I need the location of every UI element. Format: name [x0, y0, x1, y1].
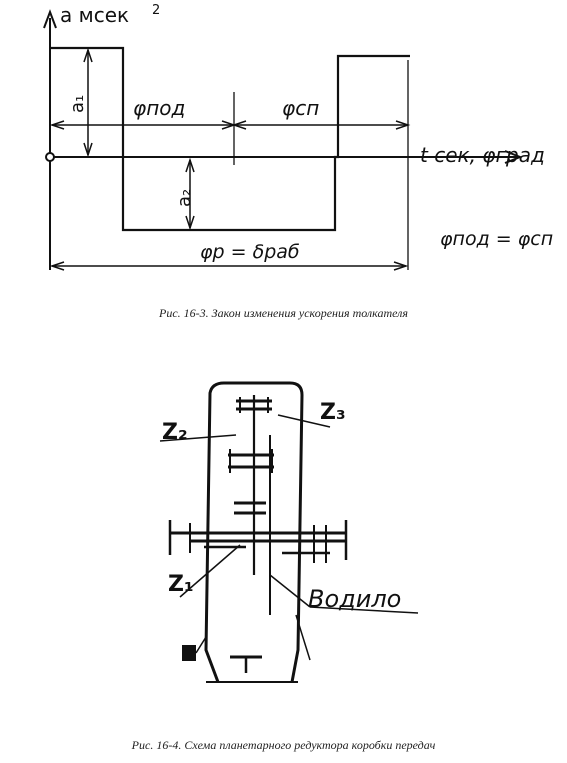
label-z3: Z₃	[320, 400, 346, 425]
housing-outline	[204, 381, 304, 683]
label-a1: a₁	[67, 95, 88, 113]
a1-arrow-top	[83, 47, 93, 63]
acceleration-curve	[50, 46, 410, 232]
figure1-caption: Рис. 16-3. Закон изменения ускорения тол…	[159, 306, 408, 320]
y-axis-arrow	[43, 9, 57, 29]
phase-arrow-left	[49, 120, 65, 130]
total-arrow-right	[393, 261, 409, 271]
block-connector	[195, 636, 207, 654]
total-arrow-left	[49, 261, 65, 271]
a2-arrow-bottom	[185, 215, 195, 231]
leader-vodilo-underline	[309, 606, 419, 614]
label-vodilo: Водило	[308, 585, 401, 613]
label-phi-sp: φсп	[282, 96, 319, 120]
a1-arrow-bottom	[83, 142, 93, 158]
x-axis-arrow	[504, 150, 523, 164]
leader-z3	[277, 414, 331, 428]
equation-phi: φпод = φсп	[440, 228, 553, 250]
label-phi-pod: φпод	[133, 96, 185, 120]
figure2-caption: Рис. 16-4. Схема планетарного редуктора …	[131, 738, 436, 752]
label-phi-p: φр = δраб	[200, 241, 300, 263]
y-axis-label-exponent: 2	[152, 3, 160, 18]
acceleration-diagram: a₁ a₂ φпод φсп φр = δраб a мсек 2 t сек,…	[43, 3, 553, 271]
label-a2: a₂	[174, 189, 195, 207]
y-axis-label: a мсек	[60, 3, 129, 27]
leader-z1	[179, 544, 241, 598]
leader-z2	[159, 434, 237, 442]
planetary-gearbox-diagram: Z₂ Z₃ Z₁ Водило	[159, 381, 419, 683]
bottom-left-block	[182, 645, 196, 661]
leader-right-slant	[295, 614, 311, 661]
label-z1: Z₁	[168, 572, 194, 597]
label-z2: Z₂	[162, 420, 188, 445]
figure-planetary-gearbox: Z₂ Z₃ Z₁ Водило	[0, 375, 567, 715]
a2-arrow-top	[185, 157, 195, 173]
x-axis-label: t сек, φград	[420, 143, 545, 167]
leader-vodilo	[269, 574, 311, 608]
figure-acceleration-law: a₁ a₂ φпод φсп φр = δраб a мсек 2 t сек,…	[0, 0, 567, 300]
origin-point	[45, 152, 55, 162]
